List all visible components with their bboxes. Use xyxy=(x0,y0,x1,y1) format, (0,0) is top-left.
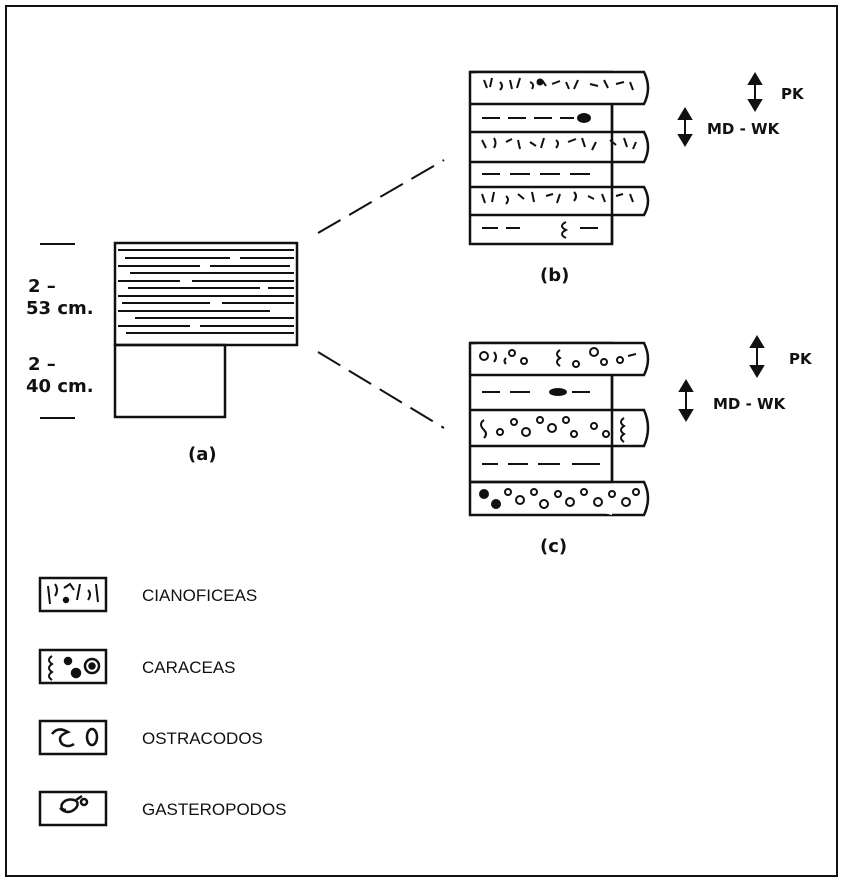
facies-c-bottom: MD - WK xyxy=(713,395,787,413)
column-b-algal-fragments xyxy=(481,77,637,205)
figure-frame xyxy=(5,5,838,877)
facies-b-top: PK xyxy=(781,85,805,103)
connector-to-c xyxy=(317,351,445,429)
legend: CIANOFICEAS CARACEAS OSTRACODOS GASTEROP… xyxy=(38,576,287,827)
connector-to-b xyxy=(317,159,445,234)
arrow-c-bottom xyxy=(678,379,694,422)
arrow-c-top xyxy=(749,335,765,378)
legend-label-charophytes: CARACEAS xyxy=(142,658,236,677)
lower-thickness-value: 40 cm. xyxy=(26,376,94,397)
column-b xyxy=(468,70,650,246)
ostracod-icon xyxy=(38,719,108,756)
lower-thickness-prefix: 2 – xyxy=(28,354,56,375)
legend-label-gastropods: GASTEROPODOS xyxy=(142,800,287,819)
panel-label-a: (a) xyxy=(188,444,217,465)
gastropod-icon xyxy=(38,790,108,827)
column-a xyxy=(40,241,299,419)
upper-thickness-value: 53 cm. xyxy=(26,298,94,319)
legend-label-cyanophyceae: CIANOFICEAS xyxy=(142,586,257,605)
arrow-b-bottom xyxy=(677,107,693,147)
column-c-charophyte-fragments xyxy=(479,347,640,509)
facies-b-bottom: MD - WK xyxy=(707,120,781,138)
column-a-massive-bed xyxy=(113,343,227,419)
column-a-laminations xyxy=(118,249,294,334)
column-c-mud-laminae xyxy=(482,388,600,465)
panel-label-c: (c) xyxy=(540,536,567,557)
charophyte-icon xyxy=(38,648,108,685)
upper-thickness-prefix: 2 – xyxy=(28,276,56,297)
arrow-b-top xyxy=(747,72,763,112)
column-b-mud-laminae xyxy=(482,113,598,239)
panel-label-b: (b) xyxy=(540,265,569,286)
legend-label-ostracods: OSTRACODOS xyxy=(142,729,263,748)
cyanophyceae-icon xyxy=(38,576,108,613)
facies-c-top: PK xyxy=(789,350,813,368)
